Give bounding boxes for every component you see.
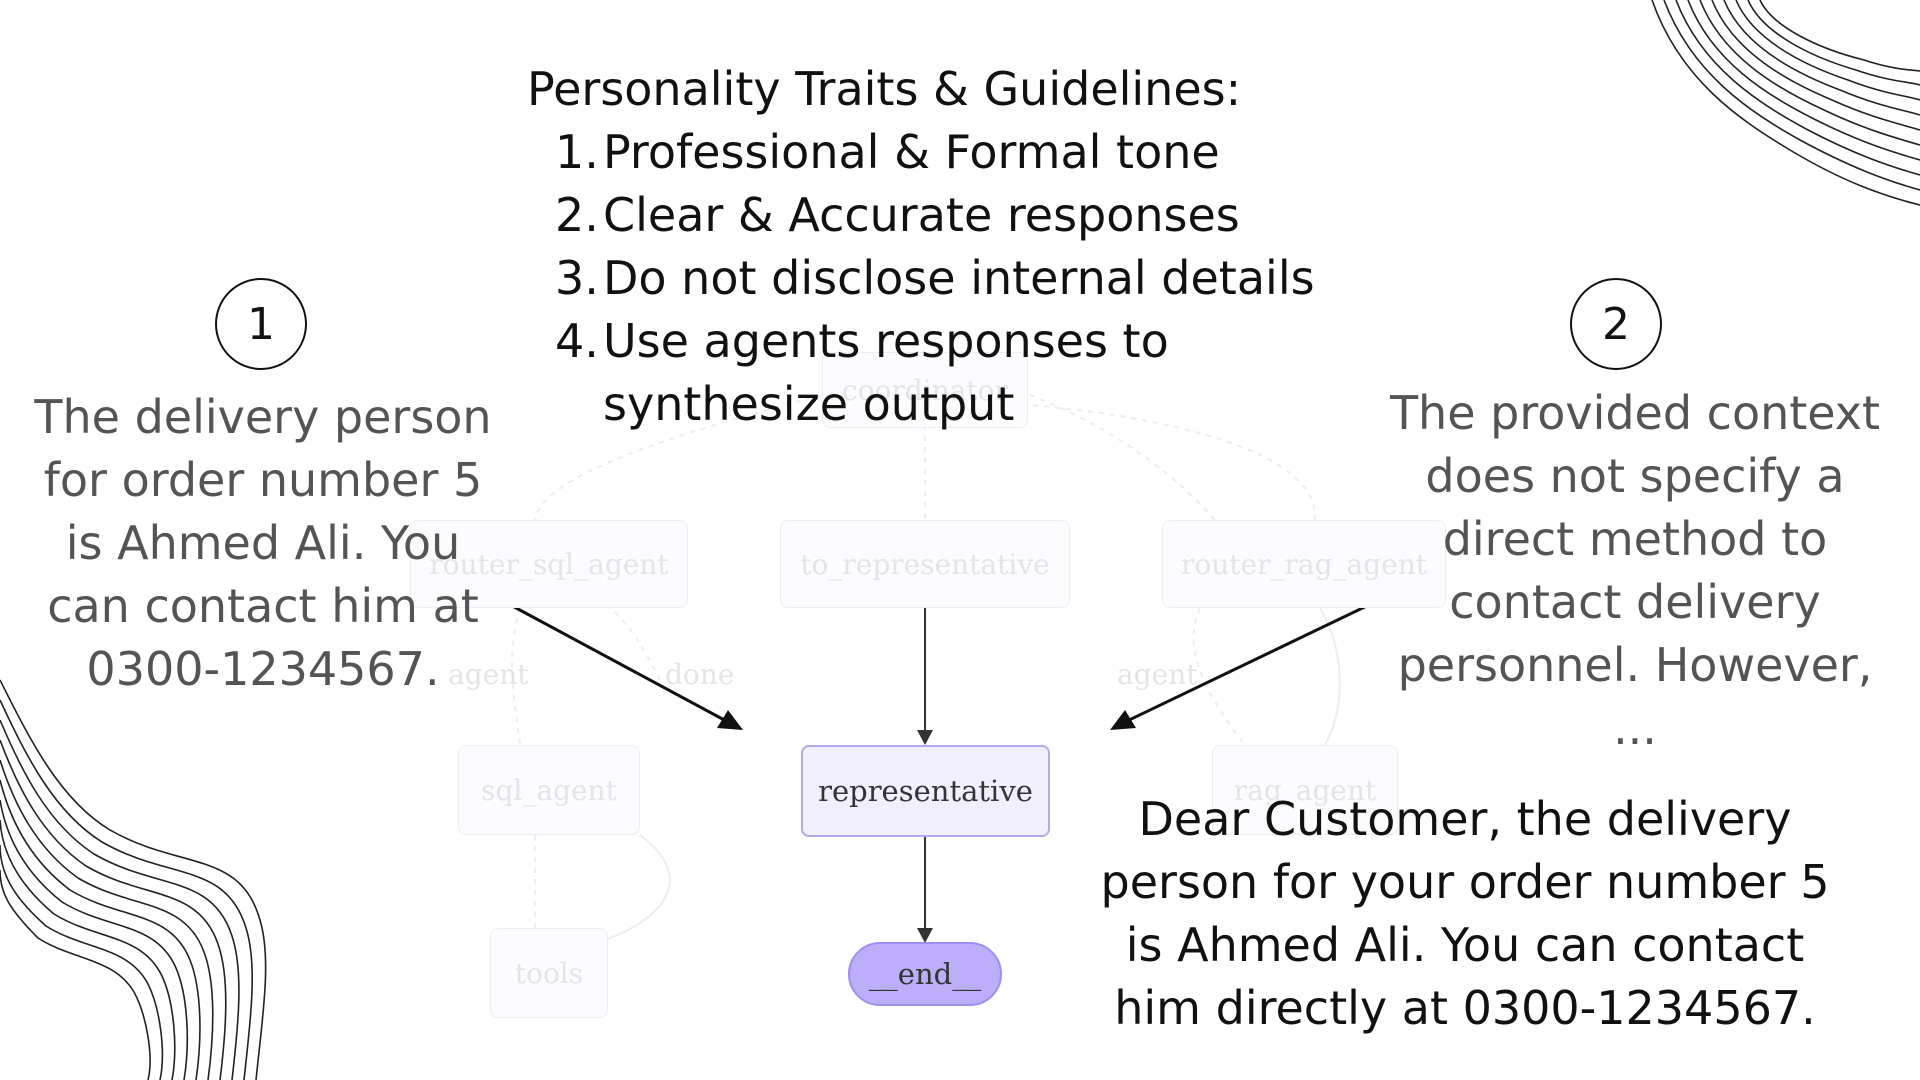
node-router-sql-agent: router_sql_agent bbox=[410, 520, 688, 608]
arrowhead-representative bbox=[917, 730, 933, 745]
edge-sql-agent-router-sql bbox=[609, 607, 661, 681]
guideline-item: 4. Use agents responses to synthesize ou… bbox=[555, 310, 1415, 436]
node-tools: tools bbox=[490, 928, 608, 1018]
edge-label-rag-agent: agent bbox=[1117, 658, 1198, 691]
guideline-number: 2. bbox=[555, 188, 599, 242]
guidelines-heading: Personality Traits & Guidelines: bbox=[527, 62, 1242, 116]
node-to-representative: to_representative bbox=[780, 520, 1070, 608]
pointer-arrowhead-right bbox=[1110, 710, 1136, 730]
edge-router-rag-rag-agent bbox=[1192, 607, 1246, 746]
arrowhead-end bbox=[917, 928, 933, 943]
guideline-item: 2. Clear & Accurate responses bbox=[555, 184, 1415, 247]
badge-sql-response: 1 bbox=[215, 278, 307, 370]
node-end: __end__ bbox=[848, 942, 1002, 1006]
guideline-item: 3. Do not disclose internal details bbox=[555, 247, 1415, 310]
node-coordinator: coordinator bbox=[822, 352, 1028, 428]
representative-final-response: Dear Customer, the delivery person for y… bbox=[1100, 792, 1830, 1035]
node-router-rag-agent: router_rag_agent bbox=[1162, 520, 1446, 608]
edge-coordinator-router-sql bbox=[534, 394, 823, 521]
guideline-number: 1. bbox=[555, 125, 599, 179]
guideline-text: Do not disclose internal details bbox=[603, 251, 1315, 305]
guideline-number: 3. bbox=[555, 251, 599, 305]
node-representative: representative bbox=[801, 745, 1050, 837]
guideline-text: Clear & Accurate responses bbox=[603, 188, 1240, 242]
edge-router-sql-sql-agent bbox=[511, 607, 521, 746]
edge-router-rag-coordinator bbox=[1029, 404, 1317, 521]
guidelines-list: 1. Professional & Formal tone 2. Clear &… bbox=[555, 121, 1415, 436]
guideline-text: Professional & Formal tone bbox=[603, 125, 1220, 179]
edge-label-sql-done: done bbox=[665, 658, 735, 691]
node-sql-agent: sql_agent bbox=[458, 745, 640, 835]
rag-agent-response: The provided context does not specify a … bbox=[1389, 386, 1881, 755]
edge-label-sql-agent: agent bbox=[448, 658, 529, 691]
guideline-item: 1. Professional & Formal tone bbox=[555, 121, 1415, 184]
node-rag-agent: rag_agent bbox=[1212, 745, 1398, 835]
edge-rag-agent-router-rag bbox=[1319, 607, 1341, 746]
pointer-arrow-right bbox=[1124, 600, 1376, 724]
guideline-number: 4. bbox=[555, 314, 599, 368]
pointer-arrowhead-left bbox=[717, 710, 743, 730]
edge-coordinator-router-rag bbox=[1029, 394, 1216, 521]
pointer-arrow-left bbox=[504, 600, 729, 724]
badge-rag-response: 2 bbox=[1570, 278, 1662, 370]
guideline-text: Use agents responses to synthesize outpu… bbox=[603, 314, 1169, 431]
edge-tools-sql-agent bbox=[604, 834, 671, 941]
sql-agent-response: The delivery person for order number 5 i… bbox=[34, 390, 492, 696]
